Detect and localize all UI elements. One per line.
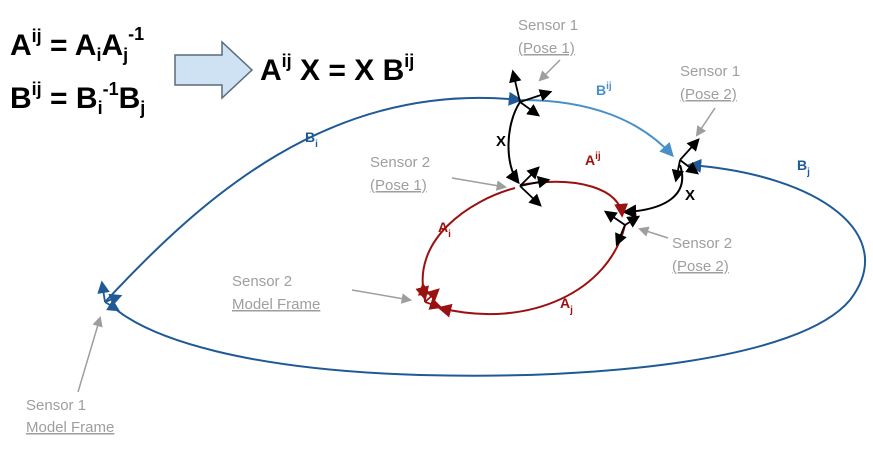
label-sensor1-pose2: Sensor 1 (Pose 2)	[680, 63, 740, 103]
bi-transform-curve	[104, 91, 523, 303]
frame-sensor1-model	[97, 280, 123, 312]
frame-sensor2-model	[417, 282, 443, 310]
svg-text:Sensor 2: Sensor 2	[232, 273, 292, 290]
pointer-sensor2-pose1	[451, 177, 508, 191]
aij-transform-curve	[519, 180, 629, 218]
label-x-top: X	[496, 133, 506, 150]
svg-text:Sensor 2: Sensor 2	[370, 154, 430, 171]
label-aj: Aj	[560, 295, 573, 316]
equation-aij: Aij = AiAj-1	[10, 24, 144, 65]
label-sensor1-model: Sensor 1 Model Frame	[26, 397, 114, 436]
svg-text:(Pose 2): (Pose 2)	[680, 86, 737, 103]
equation-result: Aij X = X Bij	[260, 51, 414, 87]
ai-transform-curve	[415, 187, 516, 301]
label-bij: Bij	[596, 81, 612, 98]
label-aij: Aij	[585, 151, 601, 168]
x-transform-right	[622, 164, 684, 219]
frame-sensor1-pose2	[671, 138, 700, 183]
svg-text:(Pose 1): (Pose 1)	[518, 40, 575, 57]
pointer-sensor1-pose2	[695, 107, 716, 137]
svg-text:Sensor 1: Sensor 1	[518, 17, 578, 34]
svg-text:Model Frame: Model Frame	[26, 419, 114, 436]
label-bi: Bi	[305, 129, 318, 150]
frame-sensor2-pose2	[603, 210, 641, 247]
label-sensor2-pose2: Sensor 2 (Pose 2)	[672, 235, 732, 275]
x-transform-top	[505, 101, 521, 185]
pointer-sensor1-model	[77, 315, 103, 393]
label-bj: Bj	[797, 157, 810, 178]
label-sensor2-pose1: Sensor 2 (Pose 1)	[370, 154, 430, 194]
label-ai: Ai	[438, 219, 451, 240]
pointer-sensor1-pose1	[538, 59, 561, 82]
pointer-sensor2-model	[351, 289, 413, 304]
svg-text:Sensor 2: Sensor 2	[672, 235, 732, 252]
bij-transform-curve	[521, 99, 674, 158]
aj-transform-curve	[437, 224, 626, 318]
svg-text:Sensor 1: Sensor 1	[26, 397, 86, 414]
svg-text:Model Frame: Model Frame	[232, 296, 320, 313]
label-x-right: X	[685, 187, 695, 204]
equation-bij: Bij = Bi-1Bj	[10, 79, 145, 118]
pointer-sensor2-pose2	[638, 226, 669, 239]
svg-text:(Pose 1): (Pose 1)	[370, 177, 427, 194]
label-sensor1-pose1: Sensor 1 (Pose 1)	[518, 17, 578, 57]
frame-sensor1-pose1	[509, 69, 553, 117]
label-sensor2-model: Sensor 2 Model Frame	[232, 273, 320, 313]
svg-text:(Pose 2): (Pose 2)	[672, 258, 729, 275]
frame-sensor2-pose1	[519, 166, 551, 207]
svg-text:Sensor 1: Sensor 1	[680, 63, 740, 80]
bj-transform-curve	[111, 158, 866, 377]
implies-arrow	[174, 40, 254, 100]
